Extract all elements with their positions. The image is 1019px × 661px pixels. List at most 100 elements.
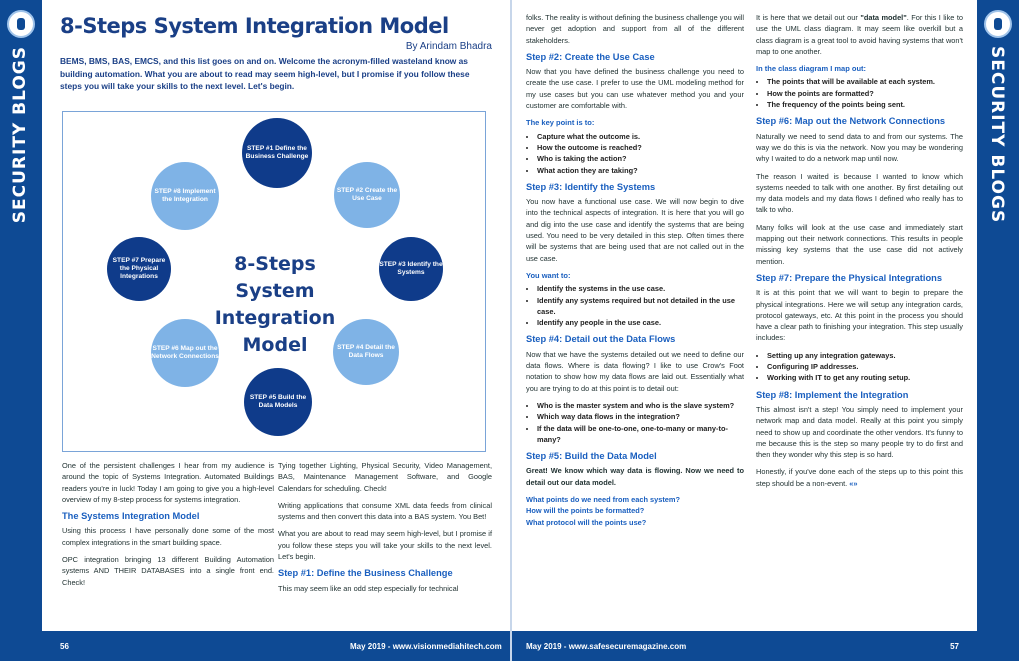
question-line: What points do we need from each system? xyxy=(526,494,680,504)
page-gutter xyxy=(510,0,512,661)
section-heading: Step #6: Map out the Network Connections xyxy=(756,116,946,127)
list-item: Setting up any integration gateways. xyxy=(767,350,963,361)
list-item: Identify any systems required but not de… xyxy=(537,295,744,318)
step-label-2: STEP #2 Create the Use Case xyxy=(336,187,398,202)
left-column-1: One of the persistent challenges I hear … xyxy=(62,460,274,594)
paragraph: Tying together Lighting, Physical Securi… xyxy=(278,461,492,493)
paragraph: One of the persistent challenges I hear … xyxy=(62,461,274,504)
list-item: Who is taking the action? xyxy=(537,153,744,164)
want-points-list: Identify the systems in the use case. Id… xyxy=(526,283,744,328)
section-heading: The Systems Integration Model xyxy=(62,511,200,522)
list-item: Working with IT to get any routing setup… xyxy=(767,372,963,383)
right-column-1: folks. The reality is without defining t… xyxy=(526,12,744,528)
paragraph: folks. The reality is without defining t… xyxy=(526,13,745,45)
paragraph: Now that you have defined the business c… xyxy=(526,67,744,111)
steps-diagram: STEP #1 Define the Business Challenge ST… xyxy=(62,111,486,452)
list-title: The key point is to: xyxy=(526,118,595,128)
article-author: By Arindam Bhadra xyxy=(405,41,492,52)
step-circle-6: STEP #6 Map out the Network Connections xyxy=(151,319,219,387)
emphasis: "data model" xyxy=(860,13,907,22)
left-footer: 56 May 2019 - www.visionmediahitech.com xyxy=(42,631,510,661)
section-heading: Step #7: Prepare the Physical Integratio… xyxy=(756,272,943,283)
list-item: Identify any people in the use case. xyxy=(537,317,744,328)
page-number: 57 xyxy=(950,642,959,651)
list-item: The points that will be available at eac… xyxy=(767,76,963,87)
right-page: folks. The reality is without defining t… xyxy=(512,0,977,661)
paragraph: Now that we have the systems detailed ou… xyxy=(526,349,744,393)
article-title: 8-Steps System Integration Model xyxy=(60,14,449,38)
left-page: 8-Steps System Integration Model By Arin… xyxy=(42,0,510,661)
list-title: In the class diagram I map out: xyxy=(756,64,867,74)
paragraph: What you are about to read may seem high… xyxy=(278,529,492,562)
step-label-1: STEP #1 Define the Business Challenge xyxy=(245,145,309,160)
step-circle-4: STEP #4 Detail the Data Flows xyxy=(333,319,399,385)
step-label-7: STEP #7 Prepare the Physical Integration… xyxy=(112,257,166,280)
paragraph: Great! We know which way data is flowing… xyxy=(526,466,744,487)
paragraph: The reason I waited is because I wanted … xyxy=(756,171,963,215)
paragraph: This may seem like an odd step especiall… xyxy=(278,583,459,593)
diagram-title: 8-Steps System Integration Model xyxy=(193,251,357,359)
list-item: How the outcome is reached? xyxy=(537,142,744,153)
text-run: It is here that we detail out our xyxy=(756,13,861,22)
paragraph: It is at this point that we will want to… xyxy=(756,288,963,343)
article-intro: BEMS, BMS, BAS, EMCS, and this list goes… xyxy=(60,56,470,91)
footer-text: May 2019 - www.safesecuremagazine.com xyxy=(526,642,687,651)
list-item: If the data will be one-to-one, one-to-m… xyxy=(537,423,744,446)
question-line: How will the points be formatted? xyxy=(526,506,645,516)
class-points-list: The points that will be available at eac… xyxy=(756,76,963,110)
list-item: Configuring IP addresses. xyxy=(767,361,963,372)
step-circle-1: STEP #1 Define the Business Challenge xyxy=(242,118,312,188)
diagram-title-line2: Integration Model xyxy=(214,307,336,356)
step-label-4: STEP #4 Detail the Data Flows xyxy=(337,344,395,359)
key-points-list: Capture what the outcome is. How the out… xyxy=(526,131,744,176)
section-heading: Step #5: Build the Data Model xyxy=(526,451,657,462)
right-sidebar: SECURITY BLOGS xyxy=(977,0,1019,661)
left-column-2: Tying together Lighting, Physical Securi… xyxy=(278,460,492,600)
sidebar-label: SECURITY BLOGS xyxy=(10,46,30,224)
section-heading: Step #3: Identify the Systems xyxy=(526,181,656,192)
step-label-5: STEP #5 Build the Data Models xyxy=(249,394,307,409)
step-circle-7: STEP #7 Prepare the Physical Integration… xyxy=(107,237,171,301)
text-run: . For this I like to use the UML class d… xyxy=(756,13,963,56)
list-item: Capture what the outcome is. xyxy=(537,131,744,142)
section-heading: Step #4: Detail out the Data Flows xyxy=(526,334,676,345)
diagram-title-line1: 8-Steps System xyxy=(234,253,316,302)
paragraph: Writing applications that consume XML da… xyxy=(278,500,492,522)
paragraph: It is here that we detail out our "data … xyxy=(756,12,963,57)
end-mark: «» xyxy=(849,478,858,488)
paragraph: Using this process I have personally don… xyxy=(62,526,274,547)
paragraph: OPC integration bringing 13 different Bu… xyxy=(62,555,274,587)
step-label-6: STEP #6 Map out the Network Connections xyxy=(151,345,219,360)
paragraph: Honestly, if you've done each of the ste… xyxy=(756,466,963,489)
list-item: Who is the master system and who is the … xyxy=(537,400,744,411)
physical-points-list: Setting up any integration gateways. Con… xyxy=(756,350,963,384)
paragraph: Many folks will look at the use case and… xyxy=(756,222,963,266)
step-circle-5: STEP #5 Build the Data Models xyxy=(244,368,312,436)
sidebar-label: SECURITY BLOGS xyxy=(987,46,1007,224)
step-circle-2: STEP #2 Create the Use Case xyxy=(334,162,400,228)
right-column-2: It is here that we detail out our "data … xyxy=(756,12,963,495)
section-heading: Step #1: Define the Business Challenge xyxy=(278,568,453,579)
paragraph: You now have a functional use case. We w… xyxy=(526,197,744,263)
footer-text: May 2019 - www.visionmediahitech.com xyxy=(350,642,502,651)
step-label-8: STEP #8 Implement the Integration xyxy=(154,188,216,203)
lock-logo-icon xyxy=(984,10,1012,38)
step-circle-3: STEP #3 Identify the Systems xyxy=(379,237,443,301)
right-footer: May 2019 - www.safesecuremagazine.com 57 xyxy=(512,631,977,661)
section-heading: Step #8: Implement the Integration xyxy=(756,389,909,400)
text-run: Honestly, if you've done each of the ste… xyxy=(756,467,963,488)
list-item: Identify the systems in the use case. xyxy=(537,283,744,294)
list-item: The frequency of the points being sent. xyxy=(767,99,963,110)
list-item: What action they are taking? xyxy=(537,165,744,176)
question-line: What protocol will the points use? xyxy=(526,517,647,527)
list-item: Which way data flows in the integration? xyxy=(537,411,744,422)
paragraph: Naturally we need to send data to and fr… xyxy=(756,131,963,164)
section-heading: Step #2: Create the Use Case xyxy=(526,51,655,62)
list-item: How the points are formatted? xyxy=(767,88,963,99)
step-label-3: STEP #3 Identify the Systems xyxy=(379,261,443,276)
left-sidebar: SECURITY BLOGS xyxy=(0,0,42,661)
lock-logo-icon xyxy=(7,10,35,38)
paragraph: This almost isn't a step! You simply nee… xyxy=(756,404,963,460)
page-number: 56 xyxy=(60,642,69,651)
